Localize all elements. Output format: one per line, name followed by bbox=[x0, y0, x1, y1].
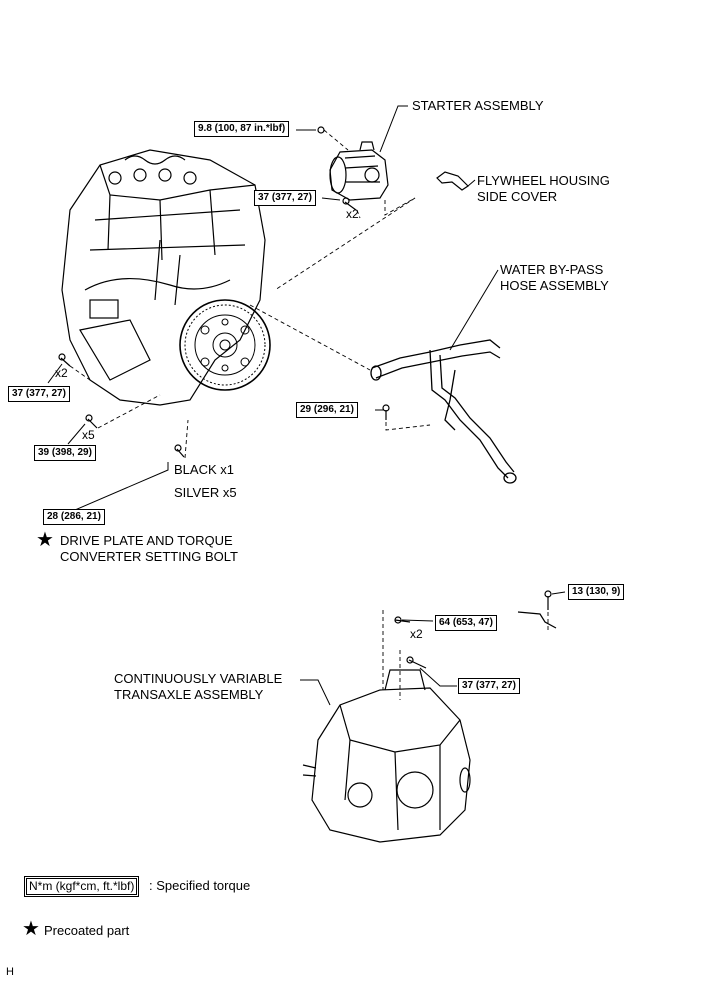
torque-cvt-small: 13 (130, 9) bbox=[568, 584, 625, 600]
torque-drive-plate: 28 (286, 21) bbox=[43, 509, 105, 525]
water-bypass-hose-drawing bbox=[370, 339, 517, 484]
drive-plate-drawing bbox=[179, 299, 271, 391]
label-water-bypass-line2: HOSE ASSEMBLY bbox=[500, 278, 609, 293]
qty-left-x2: x2 bbox=[55, 366, 68, 380]
torque-engine-lower: 39 (398, 29) bbox=[34, 445, 96, 461]
torque-starter-top: 9.8 (100, 87 in.*lbf) bbox=[194, 121, 290, 137]
engine-assembly-drawing bbox=[61, 149, 266, 406]
label-drive-plate-line1: DRIVE PLATE AND TORQUE bbox=[60, 533, 233, 548]
cvt-small-parts-drawing bbox=[394, 590, 557, 669]
torque-bypass: 29 (296, 21) bbox=[296, 402, 358, 418]
torque-cvt-x2: 64 (653, 47) bbox=[435, 615, 497, 631]
qty-cvt-x2: x2 bbox=[410, 627, 423, 641]
label-black-bolt: BLACK x1 bbox=[174, 462, 234, 477]
qty-starter-x2: x2 bbox=[346, 207, 359, 221]
torque-starter-bolt: 37 (377, 27) bbox=[254, 190, 316, 206]
leader-lines bbox=[47, 105, 566, 706]
flywheel-housing-side-cover-drawing bbox=[436, 171, 469, 191]
alignment-dashed-lines bbox=[69, 129, 549, 700]
label-cvt-line1: CONTINUOUSLY VARIABLE bbox=[114, 671, 283, 686]
torque-cvt-mid: 37 (377, 27) bbox=[458, 678, 520, 694]
star-icon: ★ bbox=[36, 529, 54, 551]
label-starter-assembly: STARTER ASSEMBLY bbox=[412, 98, 544, 113]
legend-precoat-text: Precoated part bbox=[44, 923, 130, 938]
label-water-bypass-line1: WATER BY-PASS bbox=[500, 262, 604, 277]
label-flywheel-housing-line2: SIDE COVER bbox=[477, 189, 558, 204]
bolt-drawings bbox=[58, 126, 390, 458]
corner-mark: H bbox=[6, 966, 14, 978]
legend-star-icon: ★ bbox=[22, 918, 40, 940]
label-drive-plate-line2: CONVERTER SETTING BOLT bbox=[60, 549, 238, 564]
label-silver-bolt: SILVER x5 bbox=[174, 485, 237, 500]
torque-engine-left: 37 (377, 27) bbox=[8, 386, 70, 402]
label-cvt-line2: TRANSAXLE ASSEMBLY bbox=[114, 687, 264, 702]
starter-assembly-drawing bbox=[329, 141, 389, 201]
legend-torque-text: : Specified torque bbox=[149, 878, 251, 893]
qty-lower-x5: x5 bbox=[82, 428, 95, 442]
label-flywheel-housing-line1: FLYWHEEL HOUSING bbox=[477, 173, 610, 188]
cvt-transaxle-drawing bbox=[302, 669, 471, 843]
legend-torque-box: N*m (kgf*cm, ft.*lbf) bbox=[23, 876, 140, 897]
